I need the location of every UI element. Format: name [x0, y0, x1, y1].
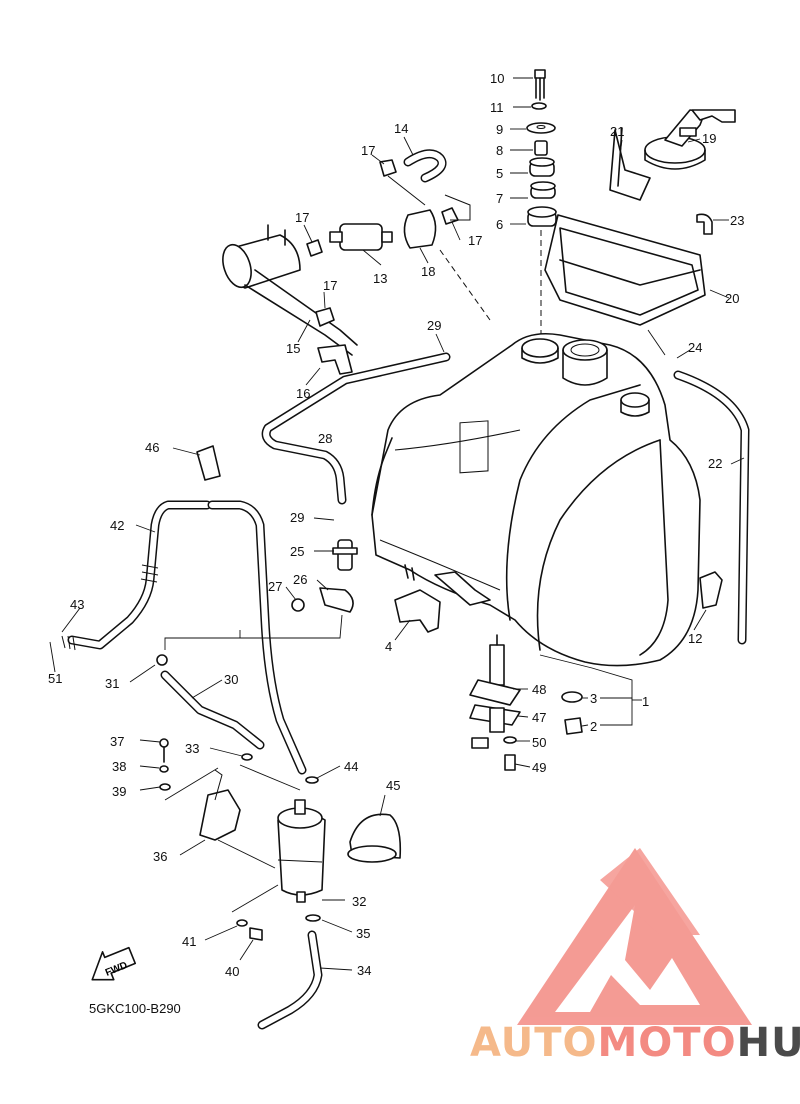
watermark-word-moto: MOTO	[598, 1020, 737, 1066]
leader-lines	[49, 77, 745, 971]
callout-label: 16	[296, 386, 310, 401]
rubber-damper	[394, 589, 441, 633]
watermark-word-auto: AUTO	[470, 1020, 598, 1066]
callout-label: 12	[688, 631, 702, 646]
callout-label: 4	[385, 639, 392, 654]
callout-label: 15	[286, 341, 300, 356]
callout-label: 25	[290, 544, 304, 559]
hose-clamp	[196, 445, 221, 481]
tank-tray	[544, 127, 713, 326]
callout-label: 13	[373, 271, 387, 286]
callout-label: 1	[642, 694, 649, 709]
callout-label: 43	[70, 597, 84, 612]
callout-label: 18	[421, 264, 435, 279]
watermark-triangle-icon	[517, 848, 752, 1025]
watermark-word-hub: HUB	[737, 1020, 800, 1066]
fuel-tank	[371, 332, 723, 667]
callout-label: 19	[702, 131, 716, 146]
callout-label: 37	[110, 734, 124, 749]
fuel-filter-assembly	[159, 738, 402, 1030]
mount-bolt-stack	[526, 69, 557, 345]
callout-label: 29	[427, 318, 441, 333]
callout-label: 3	[590, 691, 597, 706]
callout-label: 17	[323, 278, 337, 293]
callout-label: 38	[112, 759, 126, 774]
callout-label: 42	[110, 518, 124, 533]
callout-label: 46	[145, 440, 159, 455]
callout-label: 27	[268, 579, 282, 594]
forward-arrow-icon: FWD	[91, 946, 137, 981]
callout-label: 2	[590, 719, 597, 734]
callout-label: 14	[394, 121, 408, 136]
callout-label: 29	[290, 510, 304, 525]
callout-label: 34	[357, 963, 371, 978]
callout-label: 28	[318, 431, 332, 446]
callout-label: 51	[48, 671, 62, 686]
callout-label: 49	[532, 760, 546, 775]
callout-label: 17	[295, 210, 309, 225]
callout-label: 30	[224, 672, 238, 687]
callout-label: 21	[610, 124, 624, 139]
callout-label: 41	[182, 934, 196, 949]
callout-label: 10	[490, 71, 504, 86]
callout-label: 35	[356, 926, 370, 941]
vent-filter-assembly	[222, 149, 491, 375]
callout-label: 32	[352, 894, 366, 909]
watermark-logo	[517, 848, 752, 1025]
callout-label: 7	[496, 191, 503, 206]
callout-label: 45	[386, 778, 400, 793]
callout-label: 40	[225, 964, 239, 979]
callout-label: 36	[153, 849, 167, 864]
callout-label: 23	[730, 213, 744, 228]
callout-label: 22	[708, 456, 722, 471]
callout-label: 17	[468, 233, 482, 248]
callout-label: 47	[532, 710, 546, 725]
callout-label: 8	[496, 143, 503, 158]
callout-label: 6	[496, 217, 503, 232]
callout-label: 50	[532, 735, 546, 750]
callout-label: 48	[532, 682, 546, 697]
callout-label: 5	[496, 166, 503, 181]
callout-label: 39	[112, 784, 126, 799]
callout-label: 9	[496, 122, 503, 137]
callout-label: 26	[293, 572, 307, 587]
callout-label: 20	[725, 291, 739, 306]
svg-text:AUTOMOTOHUB: AUTOMOTOHUB	[470, 1020, 800, 1066]
callout-label: 11	[490, 100, 504, 115]
callout-label: 24	[688, 340, 702, 355]
callout-label: 44	[344, 759, 358, 774]
callout-label: 33	[185, 741, 199, 756]
fuel-cock	[469, 634, 583, 771]
callout-label: 17	[361, 143, 375, 158]
callout-labels: 10 11 9 8 5 7 6 14 17 17 17 17 13 18 15 …	[48, 71, 744, 979]
diagram-code: 5GKC100-B290	[89, 1001, 181, 1016]
fuel-cap-with-key	[644, 109, 736, 170]
callout-label: 31	[105, 676, 119, 691]
